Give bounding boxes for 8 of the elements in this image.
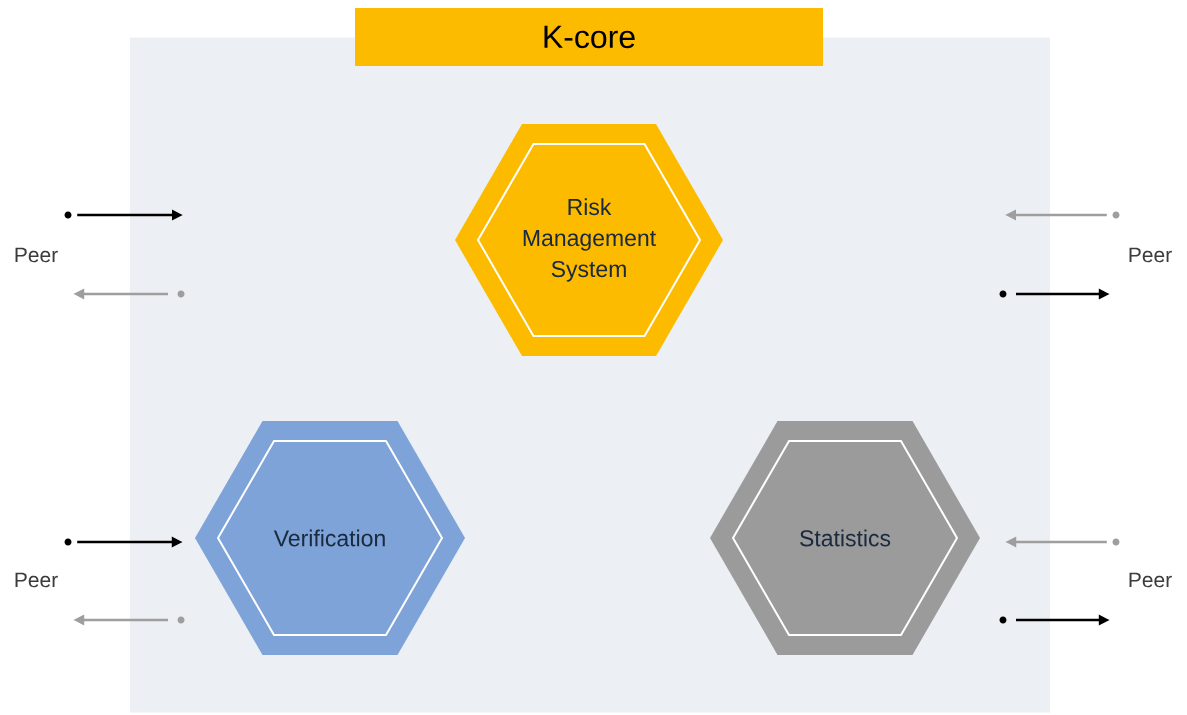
verification-hexagon: Verification bbox=[195, 421, 465, 655]
peer-label: Peer bbox=[15, 572, 58, 588]
peer-label: Peer bbox=[1129, 247, 1172, 263]
risk-hexagon: Risk Management System bbox=[455, 123, 723, 357]
title-band: K-core bbox=[355, 8, 823, 66]
peer-label: Peer bbox=[15, 247, 58, 263]
statistics-hexagon: Statistics bbox=[710, 421, 980, 655]
peer-label: Peer bbox=[1129, 572, 1172, 588]
